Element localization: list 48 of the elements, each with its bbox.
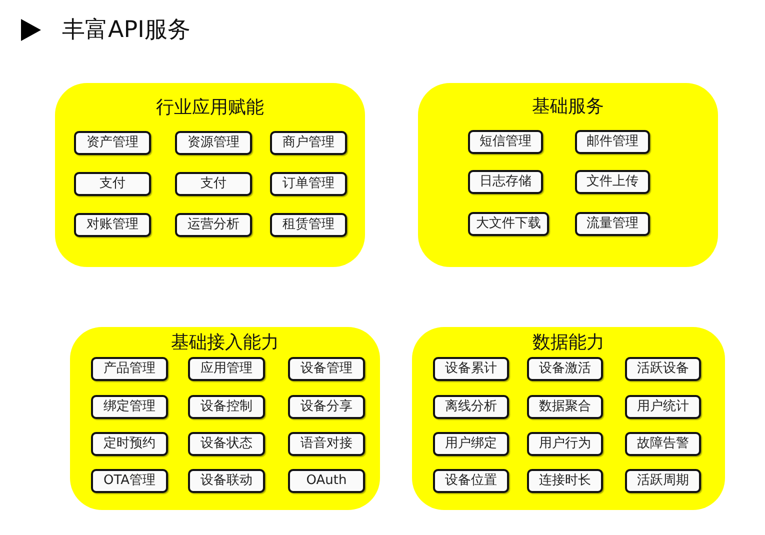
service-box: 定时预约 — [91, 432, 168, 456]
service-box: 资产管理 — [74, 131, 151, 155]
service-box: 故障告警 — [625, 432, 701, 456]
group-panel — [70, 327, 380, 510]
service-box: 用户统计 — [625, 395, 701, 419]
service-box: 设备状态 — [188, 432, 265, 456]
service-box: 设备位置 — [433, 469, 509, 493]
service-box: 租赁管理 — [270, 213, 347, 237]
page-title: 丰富API服务 — [62, 16, 190, 45]
service-box: 绑定管理 — [91, 395, 168, 419]
group-heading: 基础服务 — [532, 96, 604, 118]
service-box: 资源管理 — [175, 131, 252, 155]
service-box: 用户绑定 — [433, 432, 509, 456]
service-box: 设备分享 — [288, 395, 365, 419]
service-box: 应用管理 — [188, 357, 265, 381]
service-box: 离线分析 — [433, 395, 509, 419]
service-box: 商户管理 — [270, 131, 347, 155]
service-box: 设备控制 — [188, 395, 265, 419]
group-heading: 基础接入能力 — [171, 332, 279, 354]
group-panel — [412, 327, 725, 510]
service-box: 设备联动 — [188, 469, 265, 493]
service-box: OTA管理 — [91, 469, 168, 493]
service-box: 设备累计 — [433, 357, 509, 381]
service-box: 日志存储 — [468, 170, 543, 194]
service-box: 语音对接 — [288, 432, 365, 456]
service-box: 对账管理 — [74, 213, 151, 237]
service-box: OAuth — [288, 469, 365, 493]
service-box: 流量管理 — [575, 212, 650, 236]
service-box: 产品管理 — [91, 357, 168, 381]
service-box: 支付 — [175, 172, 252, 196]
group-heading: 数据能力 — [532, 332, 604, 354]
service-box: 大文件下载 — [468, 212, 549, 236]
service-box: 短信管理 — [468, 130, 543, 154]
group-heading: 行业应用赋能 — [156, 97, 264, 119]
service-box: 活跃设备 — [625, 357, 701, 381]
group-panel — [55, 83, 365, 267]
service-box: 用户行为 — [527, 432, 603, 456]
service-box: 订单管理 — [270, 172, 347, 196]
service-box: 活跃周期 — [625, 469, 701, 493]
service-box: 设备激活 — [527, 357, 603, 381]
service-box: 邮件管理 — [575, 130, 650, 154]
group-panel — [418, 83, 718, 267]
service-box: 支付 — [74, 172, 151, 196]
service-box: 设备管理 — [288, 357, 365, 381]
service-box: 文件上传 — [575, 170, 650, 194]
service-box: 数据聚合 — [527, 395, 603, 419]
service-box: 连接时长 — [527, 469, 603, 493]
service-box: 运营分析 — [175, 213, 252, 237]
